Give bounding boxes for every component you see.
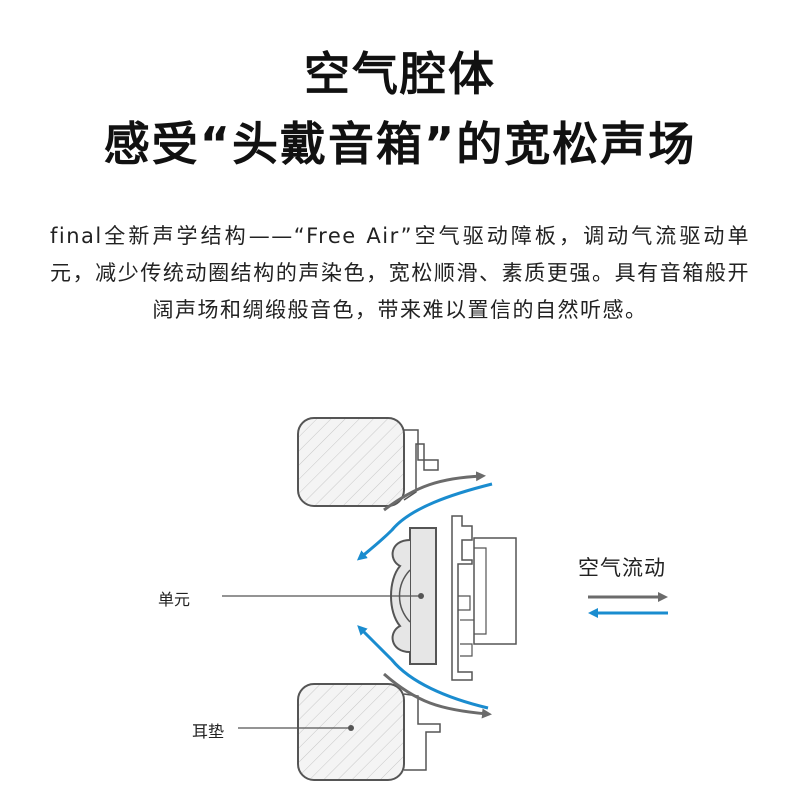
description-text: final全新声学结构——“Free Air”空气驱动障板，调动气流驱动单元，减… xyxy=(50,224,750,322)
bottom-ear-pad xyxy=(297,683,441,781)
top-ear-pad xyxy=(297,417,439,507)
legend-arrows xyxy=(588,592,668,618)
top-inflow-arrow xyxy=(356,482,493,561)
baffle-housing xyxy=(451,515,517,681)
bottom-inflow-arrow xyxy=(357,625,489,710)
earpad-label: 耳垫 xyxy=(192,722,225,741)
top-outflow-arrow xyxy=(383,471,486,512)
driver-label: 单元 xyxy=(158,590,191,609)
title-line-2: 感受“头戴音箱”的宽松声场 xyxy=(103,117,697,171)
airflow-legend-label: 空气流动 xyxy=(578,556,666,580)
bottom-outflow-arrow xyxy=(383,672,492,719)
title-line-1: 空气腔体 xyxy=(304,47,496,101)
airflow-arrows xyxy=(356,471,493,719)
